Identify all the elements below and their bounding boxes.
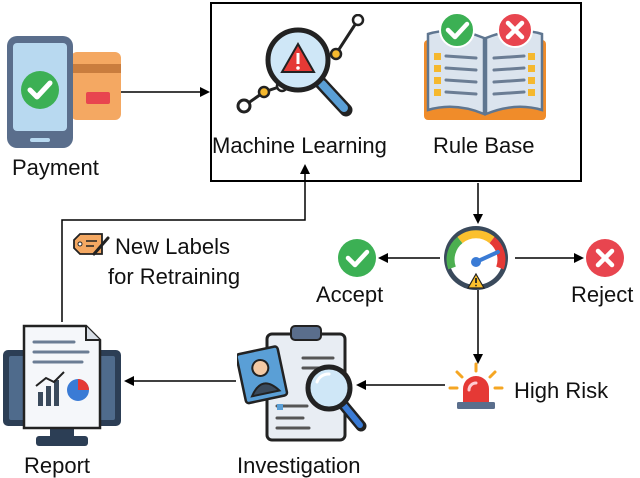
arrow-feedback-retraining (61, 164, 310, 322)
investigation-icon (237, 325, 367, 442)
report-monitor-icon (3, 324, 121, 446)
rule-book-icon (424, 12, 546, 120)
reject-x-icon (586, 239, 624, 277)
label-tag-icon (73, 233, 110, 256)
report-label: Report (24, 453, 91, 478)
accept-label: Accept (316, 282, 384, 307)
ml-analytics-icon (236, 14, 365, 117)
high-risk-label: High Risk (514, 378, 609, 403)
investigation-label: Investigation (237, 453, 361, 478)
phone-payment-icon (7, 36, 121, 148)
detection-system-box (210, 2, 582, 182)
payment-label: Payment (12, 155, 99, 180)
risk-gauge-icon (444, 226, 508, 290)
feedback-label-line2: for Retraining (108, 264, 241, 289)
reject-label: Reject (571, 282, 634, 307)
siren-icon (448, 362, 504, 409)
rule-base-label: Rule Base (433, 133, 535, 158)
accept-check-icon (338, 239, 376, 277)
feedback-label-line1: New Labels (115, 234, 230, 259)
machine-learning-label: Machine Learning (212, 133, 387, 158)
